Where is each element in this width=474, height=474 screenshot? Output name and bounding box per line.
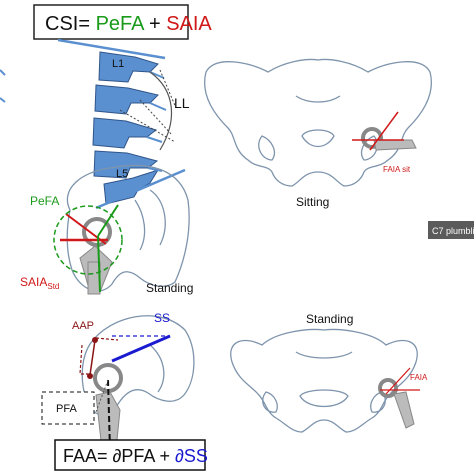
label-standing-right: Standing	[306, 312, 353, 326]
pfa-box: PFA	[41, 391, 95, 425]
vertebra-l4	[93, 150, 159, 179]
femoral-axis-line	[97, 235, 101, 293]
ll-construction-lines	[119, 69, 177, 143]
c7-plumb-line-tag: C7 plumbli	[428, 221, 474, 239]
hip-joint-standing-ap	[378, 367, 420, 429]
label-sitting: Sitting	[296, 195, 329, 209]
vertebra-l3	[92, 117, 158, 149]
label-l5: L5	[116, 168, 128, 180]
label-ll: LL	[174, 95, 190, 111]
label-pefa: PeFA	[30, 194, 59, 208]
l5-endplate-line	[95, 168, 186, 210]
label-faia-sit: FAIA sit	[383, 165, 411, 174]
spinous-processes	[146, 71, 167, 172]
cropped-edge-marks	[0, 69, 6, 103]
hip-joint-standing	[53, 204, 123, 295]
faa-formula: FAA= ∂PFA + ∂SS	[63, 446, 208, 466]
hip-joint-sitting	[352, 111, 417, 151]
csi-formula: CSI= PeFA + SAIA	[45, 13, 212, 35]
pelvis-ap-sitting	[204, 58, 432, 187]
faa-formula-box: FAA= ∂PFA + ∂SS	[54, 439, 208, 471]
pelvis-lateral-standing	[66, 164, 190, 292]
saia-acetabular-line	[65, 213, 107, 245]
aap-markers	[79, 337, 119, 379]
label-aap: AAP	[72, 320, 94, 332]
label-ss: SS	[154, 311, 170, 325]
label-pfa: PFA	[56, 403, 77, 415]
pefa-line	[97, 204, 119, 237]
lordosis-arc	[149, 71, 173, 151]
pefa-dashed-circle	[53, 205, 123, 275]
label-l1: L1	[112, 58, 124, 70]
vertebra-l1	[98, 51, 159, 83]
csi-formula-box: CSI= PeFA + SAIA	[33, 4, 212, 40]
svg-text:C7 plumbli: C7 plumbli	[432, 226, 474, 236]
hip-joint-faa	[93, 363, 123, 451]
label-saia: SAIAStd	[20, 275, 59, 291]
vertebra-l2	[94, 84, 159, 115]
lumbar-spine: L1 LL L5	[57, 38, 190, 210]
label-faia: FAIA	[410, 373, 428, 382]
l1-endplate-line	[57, 38, 166, 60]
label-standing-left: Standing	[146, 281, 193, 295]
sacral-slope-lines	[111, 334, 171, 363]
pelvis-ap-standing	[230, 328, 418, 433]
